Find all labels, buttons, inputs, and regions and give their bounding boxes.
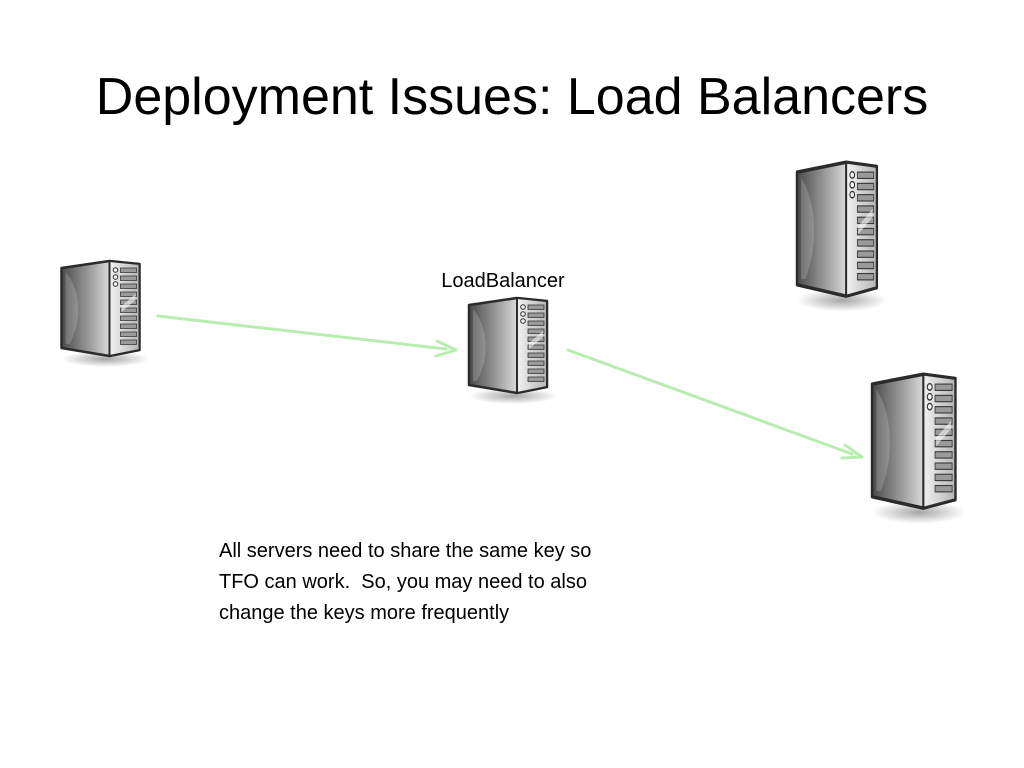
edge-line — [156, 314, 448, 351]
edge-client-to-load-balancer — [156, 314, 458, 358]
arrowhead-icon — [434, 339, 458, 358]
backend-server-bottom-icon — [870, 370, 966, 525]
note-line: change the keys more frequently — [219, 602, 510, 624]
note-text: All servers need to share the same key s… — [219, 536, 679, 629]
load-balancer-label: LoadBalancer — [441, 270, 565, 292]
slide-title: Deployment Issues: Load Balancers — [95, 68, 929, 126]
load-balancer-server-icon — [467, 295, 557, 405]
arrowhead-icon — [840, 443, 864, 460]
edge-line — [566, 348, 854, 456]
edge-load-balancer-to-server-bottom — [566, 348, 864, 460]
note-line: TFO can work. So, you may need to also — [219, 571, 587, 593]
note-line: All servers need to share the same key s… — [219, 540, 592, 562]
backend-server-top-icon — [795, 158, 887, 313]
client-server-icon — [58, 258, 151, 368]
